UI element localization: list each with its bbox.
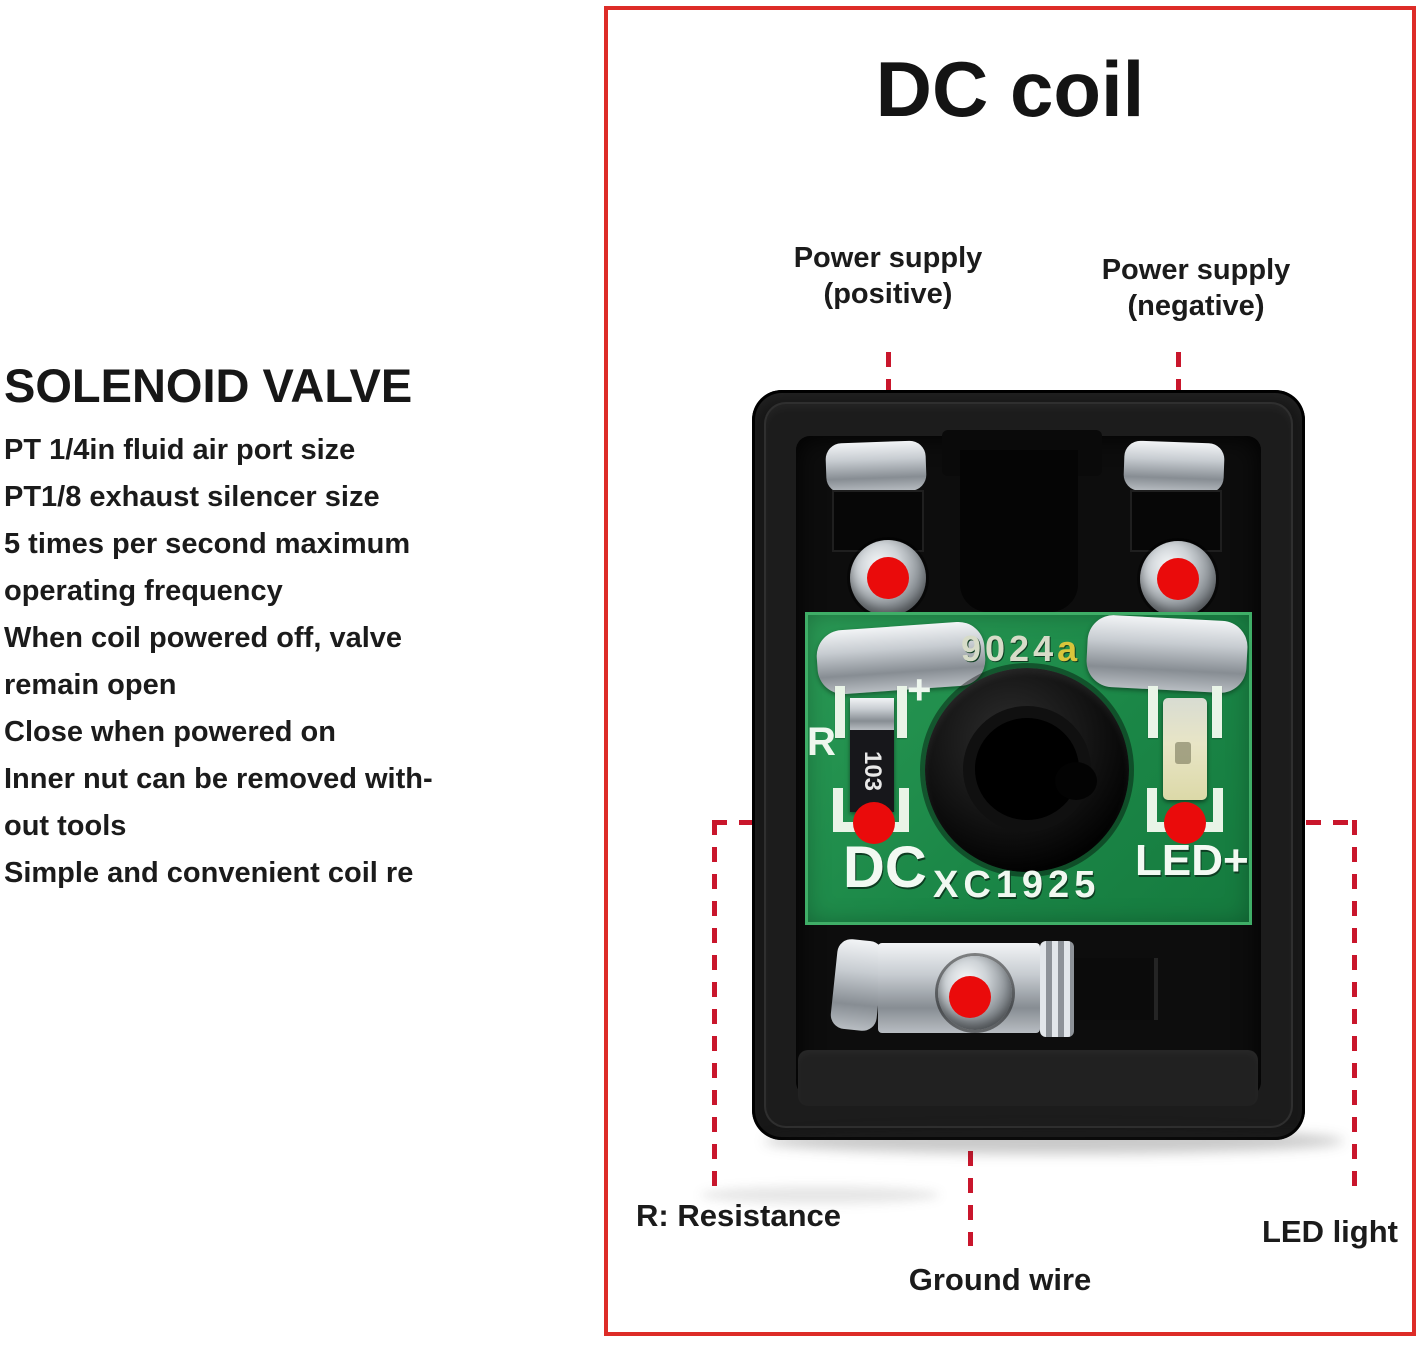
dot-power-negative [1157, 558, 1199, 600]
silkscreen-bar [835, 686, 845, 738]
center-nut-hole-notch [1055, 762, 1097, 800]
label-power-negative: Power supply (negative) [1046, 252, 1346, 324]
terminal-cap-negative [1123, 440, 1225, 494]
spec-line: When coil powered off, valve [4, 622, 403, 654]
pcb-model-marking: XC1925 [933, 864, 1101, 906]
resistor-value-label: 103 [859, 750, 886, 792]
dot-resistance [853, 802, 895, 844]
spec-line: Close when powered on [4, 716, 336, 748]
pcb-dc-marking: DC [843, 835, 927, 900]
spec-line: Simple and convenient coil re [4, 857, 414, 889]
label-power-positive-line1: Power supply [793, 242, 983, 274]
coil-connector-photo: 9024a + R 103 DC XC1925 LED+ [752, 390, 1305, 1140]
label-resistance: R: Resistance [636, 1198, 842, 1233]
ground-clamp-cylinder [1040, 941, 1074, 1037]
dot-led [1164, 802, 1206, 844]
spec-line: remain open [4, 669, 177, 701]
spec-line: 5 times per second maximum [4, 528, 411, 560]
led-cathode-mark [1175, 742, 1191, 764]
pcb-led-plus-marking: LED+ [1135, 836, 1249, 885]
spec-line: out tools [4, 810, 127, 842]
spec-line: Inner nut can be removed with- [4, 763, 433, 795]
spec-panel: SOLENOID VALVE PT 1/4in fluid air port s… [4, 358, 549, 897]
label-power-positive: Power supply (positive) [738, 240, 1038, 312]
smd-led [1163, 698, 1207, 800]
solder-blob-right [1085, 613, 1249, 695]
pcb-plus-marking: + [907, 666, 932, 713]
label-led-light: LED light [1261, 1214, 1398, 1249]
pcb-marking-suffix: a [1057, 628, 1082, 669]
label-power-negative-line2: (negative) [1127, 290, 1265, 322]
pcb: 9024a + R 103 DC XC1925 LED+ [805, 612, 1252, 925]
dot-power-positive [867, 557, 909, 599]
spec-line: PT1/8 exhaust silencer size [4, 481, 380, 513]
diagram-title: DC coil [875, 45, 1145, 133]
smd-resistor: 103 [850, 698, 894, 812]
center-key-stem [960, 450, 1078, 612]
spec-line: PT 1/4in fluid air port size [4, 434, 356, 466]
leader-led-vertical [1352, 820, 1357, 1188]
pcb-marking-number: 9024 [961, 628, 1058, 669]
photo-shadow-smudge [700, 1186, 940, 1204]
silkscreen-bar [897, 686, 907, 738]
ground-black-tab [1074, 958, 1158, 1020]
terminal-cap-positive [825, 440, 927, 494]
pcb-marking-9024a: 9024a [961, 628, 1081, 670]
ground-solder-blob [829, 937, 885, 1033]
label-power-negative-line1: Power supply [1101, 254, 1291, 286]
pcb-resistor-designator: R [807, 720, 836, 764]
label-ground-wire: Ground wire [908, 1262, 1092, 1297]
silkscreen-bar [1212, 686, 1222, 738]
label-power-positive-line2: (positive) [823, 278, 953, 310]
spec-line: operating frequency [4, 575, 283, 607]
device-shadow [764, 1128, 1344, 1154]
silkscreen-bar [1148, 686, 1158, 738]
resistor-solder-cap [850, 698, 894, 730]
product-title: SOLENOID VALVE [4, 359, 413, 412]
dot-ground [949, 976, 991, 1018]
leader-resistance-vertical [712, 820, 717, 1188]
housing-bottom-well [798, 1050, 1258, 1106]
